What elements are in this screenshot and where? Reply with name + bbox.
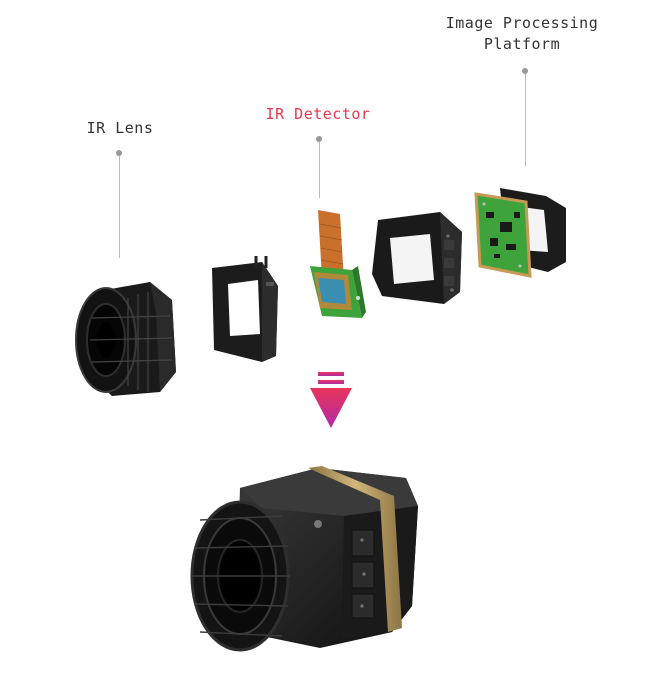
label-platform-line1: Image Processing <box>445 14 599 32</box>
label-image-processing-platform: Image Processing Platform <box>442 13 602 55</box>
ir-lens-module <box>75 282 176 396</box>
mid-housing-module <box>372 212 462 304</box>
down-arrow-icon <box>310 372 352 428</box>
image-processing-platform-module <box>474 188 566 278</box>
leader-dot-platform <box>522 68 528 74</box>
leader-line-platform <box>525 74 526 166</box>
leader-line-detector <box>319 142 320 198</box>
label-ir-detector: IR Detector <box>265 105 371 123</box>
label-platform-line2: Platform <box>483 35 561 53</box>
front-frame-module <box>212 256 278 362</box>
label-ir-lens: IR Lens <box>86 119 154 137</box>
leader-dot-detector <box>316 136 322 142</box>
ir-detector-module <box>310 210 366 318</box>
assembled-camera-module <box>190 466 418 652</box>
leader-dot-lens <box>116 150 122 156</box>
leader-line-lens <box>119 156 120 258</box>
